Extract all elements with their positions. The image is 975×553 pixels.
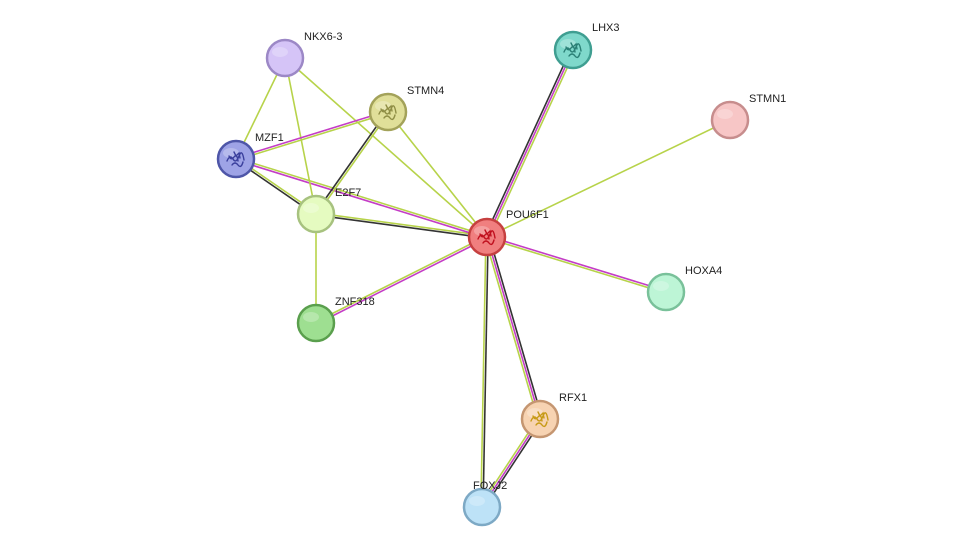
edge-line-yellow: [387, 111, 488, 238]
node-foxj2[interactable]: FOXJ2: [462, 480, 507, 527]
edge-pou6f1-rfx1: [484, 236, 543, 420]
edge-line-magenta: [235, 110, 388, 159]
edge-line-black: [482, 237, 489, 508]
edge-line-yellow: [236, 157, 488, 237]
edge-line-yellow: [486, 237, 666, 294]
edge-line-magenta: [316, 237, 488, 325]
edge-line-black: [484, 48, 572, 237]
node-highlight: [303, 203, 319, 213]
edge-line-yellow: [486, 119, 731, 238]
protein-structure-icon: [226, 151, 245, 168]
edge-mzf1-stmn4: [235, 110, 389, 161]
edge-line-yellow: [284, 57, 488, 238]
node-highlight: [272, 47, 288, 57]
node-label: MZF1: [255, 132, 284, 144]
edge-line-yellow: [316, 112, 390, 216]
edge-line-yellow: [316, 212, 488, 237]
protein-structure-icon: [378, 104, 397, 121]
node-label: FOXJ2: [473, 480, 507, 492]
node-nkx6-3[interactable]: NKX6-3: [265, 31, 343, 78]
edge-pou6f1-nkx6-3: [284, 57, 488, 238]
node-circle[interactable]: [296, 303, 336, 343]
node-label: RFX1: [559, 392, 587, 404]
node-hoxa4[interactable]: HOXA4: [646, 265, 722, 312]
node-e2f7[interactable]: E2F7: [296, 187, 361, 234]
node-circle[interactable]: [368, 92, 408, 132]
node-circle[interactable]: [216, 139, 256, 179]
edge-line-yellow: [484, 237, 539, 420]
node-stmn1[interactable]: STMN1: [710, 93, 786, 140]
node-circle[interactable]: [265, 38, 305, 78]
node-stmn4[interactable]: STMN4: [368, 85, 444, 132]
node-circle[interactable]: [520, 399, 560, 439]
edge-line-magenta: [235, 159, 487, 239]
edge-e2f7-stmn4: [314, 110, 390, 216]
node-circle[interactable]: [296, 194, 336, 234]
edge-line-yellow: [488, 50, 576, 239]
edge-pou6f1-e2f7: [315, 212, 488, 239]
edge-line-yellow: [284, 57, 317, 215]
node-highlight: [303, 312, 319, 322]
node-label: ZNF318: [335, 296, 375, 308]
node-znf318[interactable]: ZNF318: [296, 296, 375, 343]
edge-pou6f1-foxj2: [480, 236, 489, 508]
edge-pou6f1-znf318: [315, 235, 488, 325]
edge-pou6f1-stmn1: [486, 119, 731, 238]
edge-line-yellow: [480, 236, 487, 507]
node-rfx1[interactable]: RFX1: [520, 392, 587, 439]
node-label: POU6F1: [506, 209, 549, 221]
node-label: STMN4: [407, 85, 444, 97]
node-pou6f1[interactable]: POU6F1: [467, 209, 549, 257]
node-circle[interactable]: [462, 487, 502, 527]
edge-e2f7-nkx6-3: [284, 57, 317, 215]
node-label: NKX6-3: [304, 31, 343, 43]
edge-line-yellow: [315, 235, 487, 323]
edge-pou6f1-hoxa4: [486, 235, 667, 294]
node-lhx3[interactable]: LHX3: [553, 22, 620, 70]
protein-structure-icon: [563, 42, 582, 59]
node-label: LHX3: [592, 22, 620, 34]
node-highlight: [717, 109, 733, 119]
protein-structure-icon: [530, 411, 549, 428]
node-label: STMN1: [749, 93, 786, 105]
node-highlight: [469, 496, 485, 506]
node-label: E2F7: [335, 187, 361, 199]
edge-pou6f1-stmn4: [387, 111, 488, 238]
edge-pou6f1-lhx3: [484, 48, 576, 239]
edge-line-yellow: [236, 112, 389, 161]
protein-structure-icon: [477, 229, 496, 246]
edge-line-magenta: [486, 49, 574, 238]
node-circle[interactable]: [646, 272, 686, 312]
edge-line-black: [315, 214, 487, 239]
edge-line-black: [488, 236, 543, 419]
node-circle[interactable]: [710, 100, 750, 140]
edge-line-black: [314, 110, 388, 214]
node-circle[interactable]: [553, 30, 593, 70]
node-highlight: [653, 281, 669, 291]
node-mzf1[interactable]: MZF1: [216, 132, 284, 179]
edge-pou6f1-mzf1: [235, 157, 488, 239]
edge-line-magenta: [487, 235, 667, 292]
edge-line-magenta: [486, 236, 541, 420]
node-label: HOXA4: [685, 265, 722, 277]
node-circle[interactable]: [467, 217, 507, 257]
